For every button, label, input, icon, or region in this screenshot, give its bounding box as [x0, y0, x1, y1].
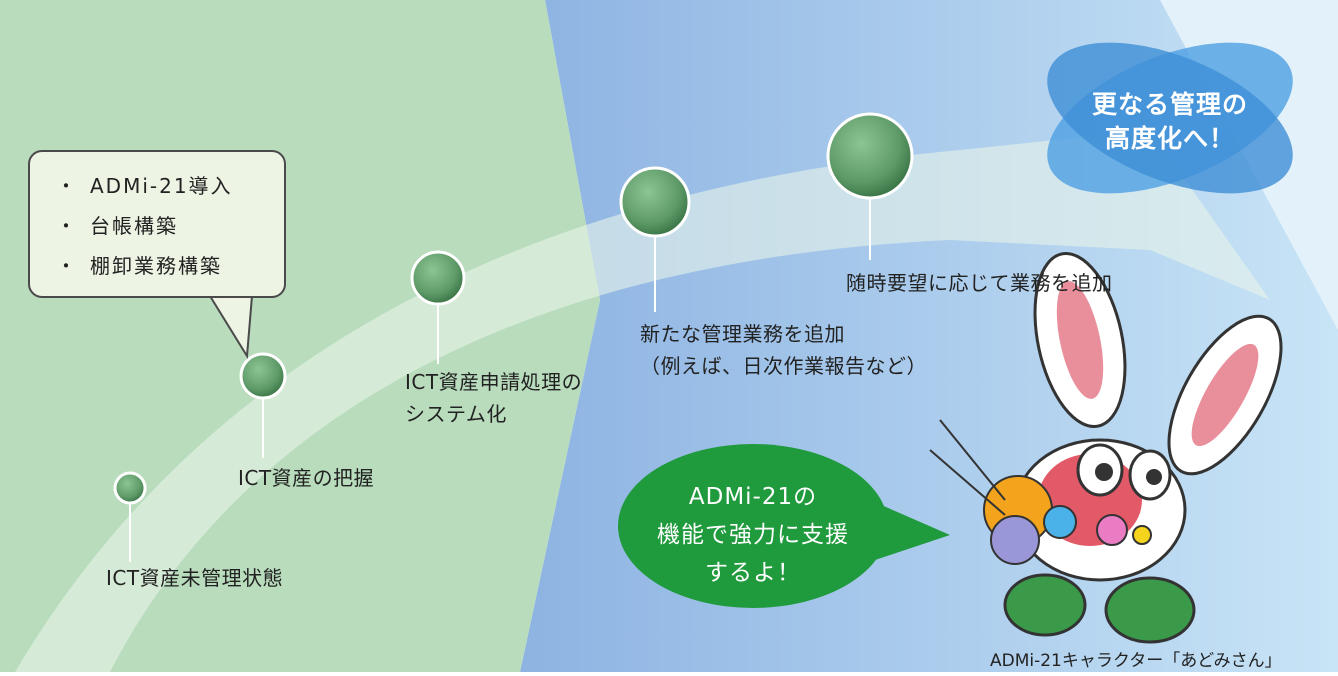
mascot-ear-left-inner — [1056, 281, 1104, 399]
goal-line-1: 更なる管理の — [1091, 90, 1248, 119]
goal-text: 更なる管理の 高度化へ！ — [1060, 88, 1280, 156]
milestone-dot-1 — [113, 471, 147, 505]
milestone-label-5: 随時要望に応じて業務を追加 — [846, 271, 1113, 295]
mascot-foot-left — [1003, 573, 1087, 637]
mascot-whiskers — [929, 419, 1006, 516]
speech-bubble-tail — [870, 500, 950, 560]
milestone-dot-3 — [410, 250, 466, 306]
mascot-ball-pink — [1096, 514, 1128, 546]
milestone-label-4: 新たな管理業務を追加 （例えば、日次作業報告など） — [640, 322, 927, 378]
initial-steps-callout: ADMi-21導入 台帳構築 棚卸業務構築 — [28, 150, 286, 298]
speech-bubble — [618, 444, 888, 608]
callout-item: ADMi-21導入 — [56, 166, 284, 206]
mascot-character — [929, 251, 1283, 644]
milestone-dot-2 — [239, 352, 287, 400]
mascot-ball-yellow — [1132, 525, 1152, 545]
milestone-dot-4 — [619, 166, 691, 238]
mascot-pupil-left — [1095, 463, 1113, 481]
callout-list: ADMi-21導入 台帳構築 棚卸業務構築 — [56, 166, 284, 286]
milestone-label-3: ICT資産申請処理の システム化 — [405, 370, 583, 426]
mascot-caption: ADMi-21キャラクター「あどみさん」 — [990, 651, 1282, 671]
bubble-line-2: 機能で強力に支援 — [657, 522, 849, 548]
milestone-dot-5 — [826, 112, 914, 200]
speech-bubble-text: ADMi-21の 機能で強力に支援 するよ！ — [628, 478, 878, 592]
goal-ellipse-b — [1047, 42, 1293, 194]
mascot-ball-purple — [990, 515, 1040, 565]
mascot-ball-blue — [1043, 505, 1077, 539]
mascot-ear-right-inner — [1191, 343, 1259, 447]
milestone-label-2: ICT資産の把握 — [238, 466, 375, 490]
callout-item: 台帳構築 — [56, 206, 284, 246]
milestone-label-1: ICT資産未管理状態 — [106, 566, 284, 590]
bubble-line-1: ADMi-21の — [688, 484, 818, 510]
mascot-pupil-right — [1146, 469, 1162, 485]
callout-item: 棚卸業務構築 — [56, 246, 284, 286]
bubble-line-3: するよ！ — [705, 560, 801, 586]
mascot-foot-right — [1104, 576, 1196, 644]
goal-line-2: 高度化へ！ — [1104, 124, 1235, 153]
